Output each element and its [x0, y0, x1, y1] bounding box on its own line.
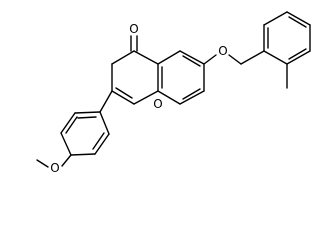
bond: [157, 90, 181, 105]
pyranone-ring: [111, 35, 159, 105]
bond: [286, 11, 311, 26]
double-bond-inner: [182, 55, 201, 67]
bond: [133, 50, 159, 65]
carbonyl-oxygen-label: O: [129, 22, 138, 36]
bond: [99, 111, 110, 135]
bond: [99, 90, 113, 113]
bond: [203, 54, 217, 65]
bond: [111, 90, 135, 105]
methoxy-oxygen-label: O: [50, 161, 59, 175]
tolyl-ring: [263, 11, 311, 89]
double-bond-inner: [115, 87, 133, 99]
bond: [228, 54, 242, 65]
molecule-canvas: O O O O: [36, 11, 311, 175]
benzyloxy-group: [203, 50, 265, 65]
bond: [179, 90, 205, 105]
methoxyphenyl-ring: [36, 90, 113, 168]
double-bond-inner: [77, 116, 97, 119]
double-bond-inner: [288, 48, 307, 60]
double-bond-inner: [92, 132, 105, 150]
ether-oxygen-label: O: [218, 44, 227, 58]
bond: [286, 50, 311, 65]
bond: [157, 50, 181, 65]
bond: [133, 90, 159, 105]
bond: [111, 50, 135, 65]
double-bond-inner: [182, 88, 201, 100]
methoxy-bond: [61, 154, 72, 167]
ring-oxygen-label: O: [153, 97, 162, 111]
label-background: [153, 98, 164, 111]
methyl-bond: [36, 159, 49, 168]
bond: [263, 50, 288, 65]
structure-diagram: O O O O: [36, 11, 311, 175]
double-bond-inner: [288, 16, 307, 28]
bond: [94, 133, 110, 155]
bond: [240, 50, 265, 65]
bond: [263, 11, 288, 26]
bond: [70, 153, 96, 156]
bond: [60, 112, 76, 134]
bond: [179, 50, 205, 65]
bond: [60, 132, 72, 156]
benzo-ring: [157, 50, 205, 105]
bond: [74, 111, 101, 114]
double-bond-inner: [65, 116, 78, 134]
